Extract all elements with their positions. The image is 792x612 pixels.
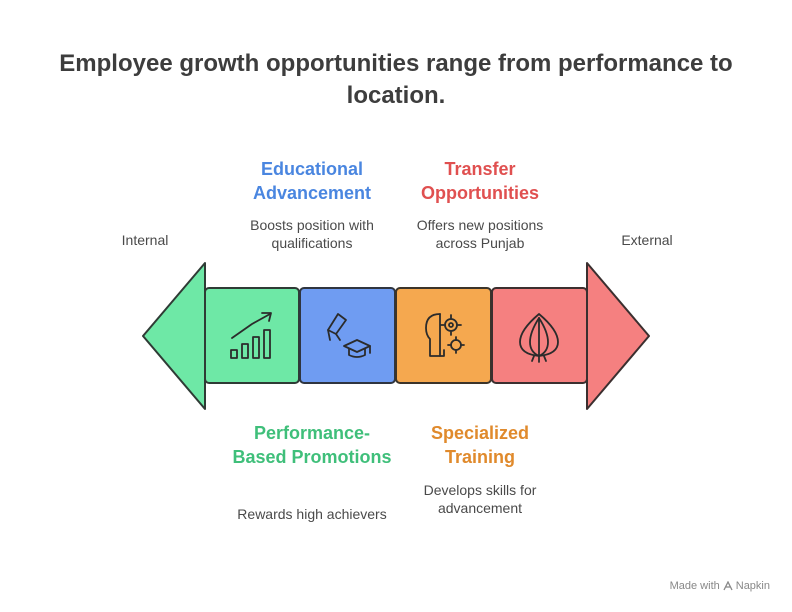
onion-icon (519, 313, 559, 363)
growth-chart-icon (230, 312, 272, 359)
footer-brand: Napkin (735, 580, 770, 592)
heading-performance-promotions: Performance-Based Promotions (232, 423, 392, 467)
label-internal: Internal (121, 232, 169, 248)
segment-performance (204, 287, 300, 384)
right-arrow-head (586, 262, 650, 410)
napkin-logo-icon (723, 581, 733, 591)
graduation-cap-icon (327, 313, 371, 358)
label-external: External (621, 232, 673, 248)
desc-performance-promotions: Rewards high achievers (237, 506, 387, 522)
desc-transfer-opportunities: Offers new positions across Punjab (416, 217, 544, 251)
left-arrow-head (142, 262, 206, 410)
heading-educational-advancement: Educational Advancement (252, 159, 372, 203)
head-gears-icon (425, 313, 465, 357)
page-title: Employee growth opportunities range from… (59, 50, 733, 109)
heading-transfer-opportunities: Transfer Opportunities (421, 159, 539, 203)
desc-specialized-training: Develops skills for advancement (423, 482, 537, 516)
footer-credit: Made with Napkin (670, 580, 770, 592)
desc-educational-advancement: Boosts position with qualifications (250, 217, 374, 251)
segment-training (395, 287, 492, 384)
footer-made-with: Made with (669, 580, 720, 592)
segment-educational (299, 287, 396, 384)
heading-specialized-training: Specialized Training (430, 423, 530, 467)
